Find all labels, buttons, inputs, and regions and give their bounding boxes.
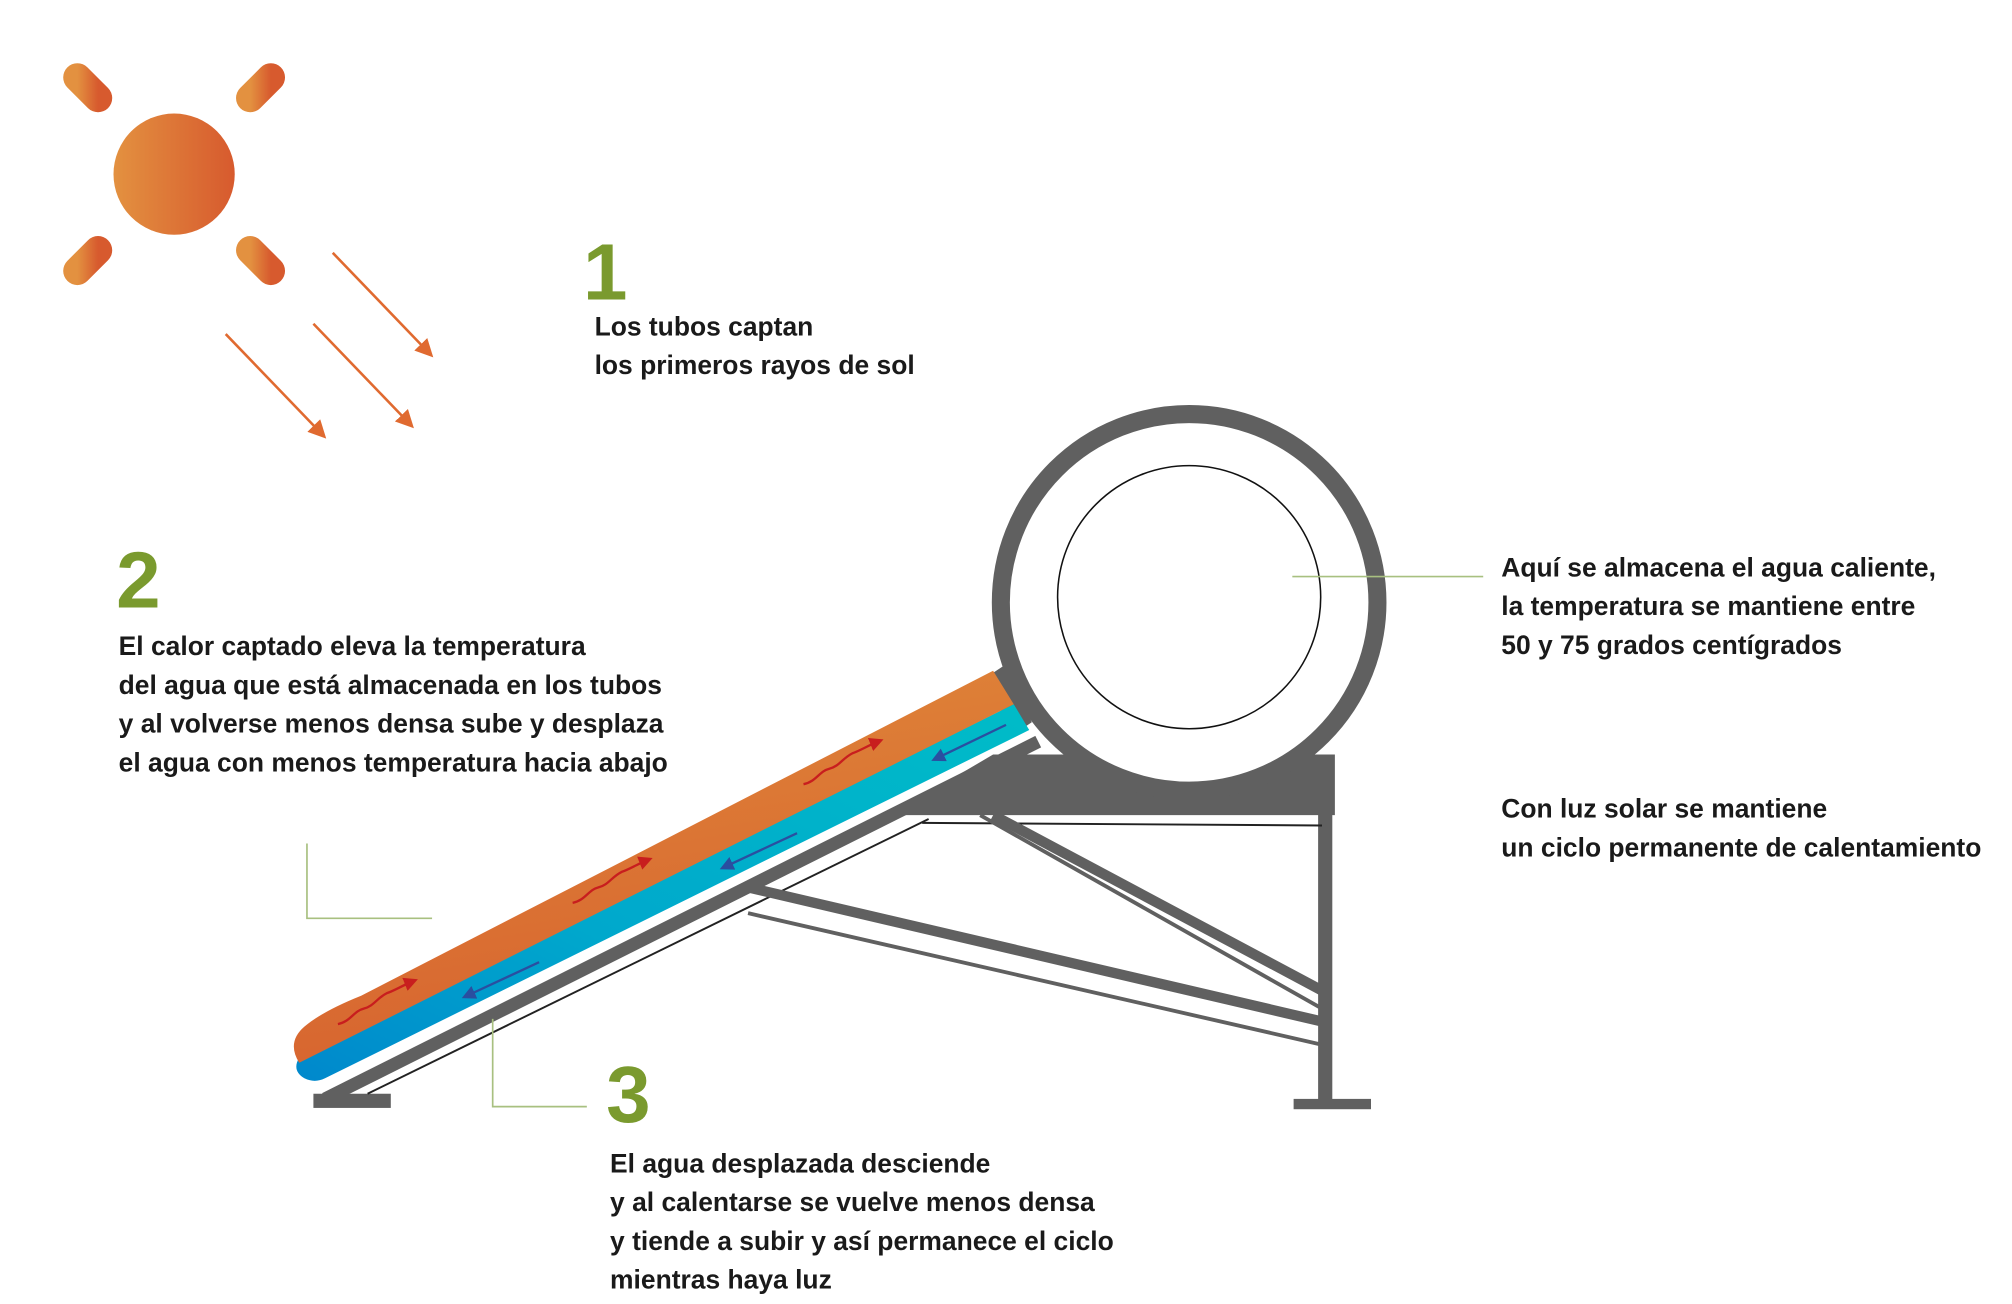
step-2-text: el agua con menos temperatura hacia abaj…	[119, 747, 668, 777]
leader-lines	[306, 575, 1484, 1108]
step-2-text: y al volverse menos densa sube y desplaz…	[119, 709, 664, 739]
step-3-number: 3	[606, 1050, 650, 1139]
step-1-text: Los tubos captan	[595, 311, 814, 341]
step-2-text: El calor captado eleva la temperatura	[119, 631, 586, 661]
step-2-text: del agua que está almacenada en los tubo…	[119, 670, 662, 700]
collector-tube	[293, 670, 1030, 1081]
tank-note-text: 50 y 75 grados centígrados	[1501, 630, 1842, 660]
step-3-text: y tiende a subir y así permanece el cicl…	[610, 1226, 1114, 1256]
step-2-number: 2	[116, 536, 160, 625]
cycle-note-text: un ciclo permanente de calentamiento	[1501, 832, 1981, 862]
step-3-text: mientras haya luz	[610, 1264, 832, 1294]
support-frame	[313, 735, 1371, 1110]
tank-note-text: Aquí se almacena el agua caliente,	[1501, 553, 1936, 583]
tank-note-text: la temperatura se mantiene entre	[1501, 591, 1915, 621]
step-3-text: y al calentarse se vuelve menos densa	[610, 1187, 1095, 1217]
step-1-number: 1	[583, 227, 627, 316]
sun-icon	[24, 24, 324, 324]
water-tank	[991, 405, 1387, 800]
step-1-text: los primeros rayos de sol	[595, 350, 915, 380]
cycle-note-text: Con luz solar se mantiene	[1501, 794, 1827, 824]
sun-rays-arrows	[224, 251, 434, 439]
step-3-text: El agua desplazada desciende	[610, 1148, 990, 1178]
